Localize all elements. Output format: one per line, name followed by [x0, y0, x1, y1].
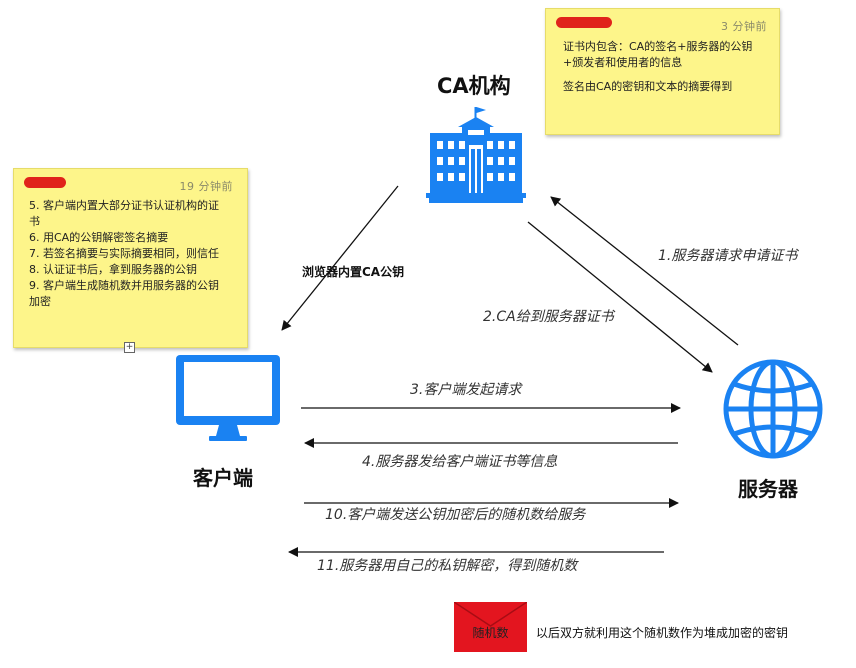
monitor-icon: [176, 355, 280, 441]
note-body: 5. 客户端内置大部分证书认证机构的证 书 6. 用CA的公钥解密签名摘要 7.…: [29, 198, 219, 310]
note-timestamp: 19 分钟前: [179, 180, 233, 193]
note-timestamp: 3 分钟前: [721, 20, 767, 33]
arrow-ca-to-server: [527, 221, 713, 373]
expand-note-handle[interactable]: +: [124, 342, 135, 353]
arrow-ca-to-client: [281, 185, 399, 331]
globe-icon: [723, 359, 823, 459]
envelope-label: 随机数: [472, 626, 509, 640]
client-label: 客户端: [193, 466, 253, 490]
label-step10: 10.客户端发送公钥加密后的随机数给服务: [325, 507, 586, 523]
note-line: 6. 用CA的公钥解密签名摘要: [29, 231, 169, 244]
bank-building-icon: [426, 107, 526, 203]
server-label: 服务器: [738, 477, 798, 501]
note-line: 加密: [29, 295, 51, 308]
envelope-icon: 随机数: [454, 602, 527, 652]
redacted-author: [24, 177, 66, 188]
note-line: +颁发者和使用者的信息: [563, 56, 683, 69]
ca-label: CA机构: [437, 74, 511, 98]
note-line: 5. 客户端内置大部分证书认证机构的证: [29, 199, 219, 212]
label-browser-builtin-ca-key: 浏览器内置CA公钥: [302, 265, 405, 279]
note-line: 9. 客户端生成随机数并用服务器的公钥: [29, 279, 219, 292]
note-line: [563, 71, 752, 79]
label-step3: 3.客户端发起请求: [410, 382, 522, 398]
label-step2: 2.CA给到服务器证书: [483, 309, 614, 325]
arrow-server-to-ca: [550, 196, 739, 346]
note-line: 签名由CA的密钥和文本的摘要得到: [563, 80, 733, 93]
label-step1: 1.服务器请求申请证书: [658, 248, 798, 264]
note-line: 书: [29, 215, 40, 228]
note-line: 7. 若签名摘要与实际摘要相同，则信任: [29, 247, 219, 260]
label-step4: 4.服务器发给客户端证书等信息: [362, 454, 558, 470]
label-step11: 11.服务器用自己的私钥解密，得到随机数: [317, 558, 578, 574]
symmetric-key-note: 以后双方就利用这个随机数作为堆成加密的密钥: [536, 626, 789, 640]
sticky-note-client-steps[interactable]: 19 分钟前 5. 客户端内置大部分证书认证机构的证 书 6. 用CA的公钥解密…: [13, 168, 248, 348]
sticky-note-certificate[interactable]: 3 分钟前 证书内包含：CA的签名+服务器的公钥 +颁发者和使用者的信息 签名由…: [545, 8, 780, 135]
note-line: 8. 认证证书后，拿到服务器的公钥: [29, 263, 197, 276]
note-body: 证书内包含：CA的签名+服务器的公钥 +颁发者和使用者的信息 签名由CA的密钥和…: [563, 39, 752, 95]
note-line: 证书内包含：CA的签名+服务器的公钥: [563, 40, 753, 53]
redacted-author: [556, 17, 612, 28]
